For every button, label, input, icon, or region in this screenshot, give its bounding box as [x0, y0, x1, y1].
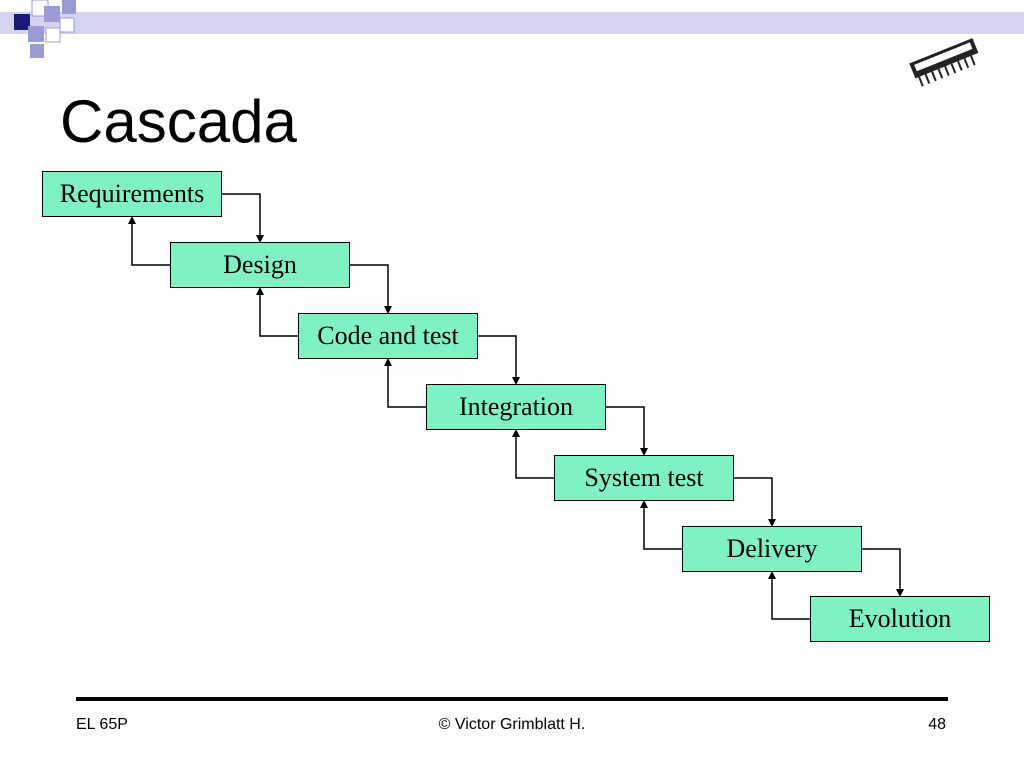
- footer-author: © Victor Grimblatt H.: [438, 716, 586, 733]
- stage-integration: Integration: [426, 384, 606, 430]
- feedback-system-to-integration: [512, 429, 554, 479]
- feedback-delivery-to-system: [640, 500, 682, 550]
- stage-code: Code and test: [298, 313, 478, 359]
- feedback-design-to-requirements: [128, 216, 170, 266]
- footer-rule: [76, 697, 948, 701]
- arrow-delivery-to-evolution: [862, 548, 904, 597]
- stage-system: System test: [554, 455, 734, 501]
- stage-design: Design: [170, 242, 350, 288]
- dip-chip-icon: [909, 38, 979, 87]
- stage-evolution: Evolution: [810, 596, 990, 642]
- feedback-code-to-design: [256, 287, 298, 337]
- stage-delivery: Delivery: [682, 526, 862, 572]
- arrow-code-to-integration: [478, 335, 520, 385]
- checker-squares-icon: [0, 0, 1024, 58]
- feedback-integration-to-code: [384, 358, 426, 408]
- arrow-design-to-code: [350, 264, 392, 314]
- stage-requirements: Requirements: [42, 171, 222, 217]
- footer-page-number: 48: [928, 716, 946, 733]
- footer-course: EL 65P: [76, 716, 128, 733]
- arrow-requirements-to-design: [222, 193, 264, 243]
- feedback-evolution-to-delivery: [768, 571, 810, 620]
- slide-title: Cascada: [60, 88, 297, 155]
- arrow-system-to-delivery: [734, 477, 776, 527]
- arrow-integration-to-system: [606, 406, 648, 456]
